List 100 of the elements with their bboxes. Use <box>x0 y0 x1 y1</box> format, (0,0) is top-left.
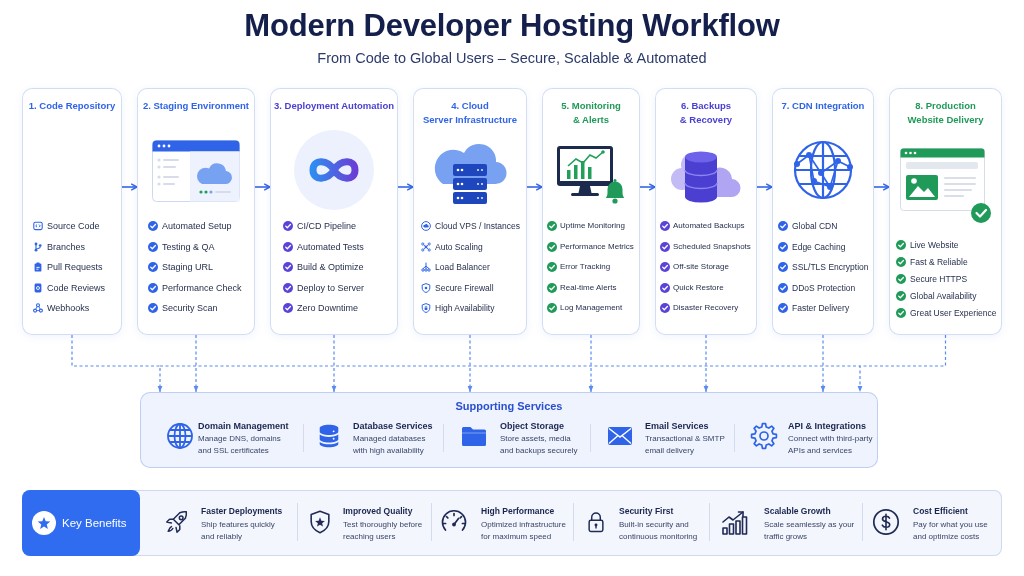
service-description: Managed databases with high availability <box>353 433 427 457</box>
step-title: 4. Cloud Server Infrastructure <box>422 99 518 127</box>
feature-text: Secure Firewall <box>435 281 494 294</box>
step-card <box>772 88 874 335</box>
flow-arrow <box>397 183 414 191</box>
panel-title: Supporting Services <box>455 399 563 413</box>
service-title: Object Storage <box>500 420 564 432</box>
feature-text: Fast & Reliable <box>910 256 968 268</box>
feature-text: Testing & QA <box>162 240 215 253</box>
feature-text: Cloud VPS / Instances <box>435 220 521 232</box>
step-card <box>889 88 1002 335</box>
dashed-connector <box>857 334 947 393</box>
feature-text: SSL/TLS Encryption <box>792 261 869 273</box>
feature-text: Global CDN <box>792 220 838 232</box>
flow-arrow <box>756 183 773 191</box>
flow-arrow <box>873 183 890 191</box>
feature-text: Great User Experience <box>910 307 997 319</box>
feature-text: DDoS Protection <box>792 281 856 294</box>
step-title: 3. Deployment Automation <box>274 99 394 113</box>
subtitle: From Code to Global Users – Secure, Scalable & Automated <box>317 49 707 68</box>
feature-text: Real-time Alerts <box>560 281 617 294</box>
feature-text: Secure HTTPS <box>910 273 968 285</box>
panel-title: Key Benefits <box>62 516 127 530</box>
service-description: Connect with third-party APIs and services <box>788 433 874 457</box>
step-card <box>270 88 398 335</box>
feature-text: Faster Delivery <box>792 302 850 314</box>
dashed-connector <box>159 365 861 367</box>
feature-text: Zero Downtime <box>297 302 359 314</box>
step-card <box>413 88 527 335</box>
step-title: 1. Code Repository <box>28 99 116 113</box>
benefit-title: High Performance <box>481 506 555 517</box>
service-title: Email Services <box>645 420 709 432</box>
step-title: 5. Monitoring & Alerts <box>560 99 622 127</box>
dashed-connector <box>820 334 826 393</box>
step-title: 2. Staging Environment <box>142 99 250 113</box>
step-title: 7. CDN Integration <box>781 99 865 113</box>
page-title: Modern Developer Hosting Workflow <box>244 8 780 44</box>
step-title: 6. Backups & Recovery <box>678 99 734 127</box>
feature-text: Automated Tests <box>297 240 364 253</box>
service-description: Transactional & SMTP email delivery <box>645 433 726 457</box>
dashed-connector <box>703 334 709 393</box>
dashed-connector <box>467 334 473 393</box>
feature-text: Off-site Storage <box>673 261 729 273</box>
step-card <box>137 88 255 335</box>
dashed-connector <box>193 334 199 393</box>
feature-text: Performance Check <box>162 281 242 294</box>
dashed-connector <box>331 334 337 393</box>
service-title: Domain Management <box>198 420 289 432</box>
dashed-connector <box>71 334 163 393</box>
feature-text: Staging URL <box>162 261 214 273</box>
benefit-title: Scalable Growth <box>764 506 831 517</box>
feature-text: Deploy to Server <box>297 281 365 294</box>
benefit-title: Cost Efficient <box>913 506 968 517</box>
feature-text: CI/CD Pipeline <box>297 220 357 232</box>
step-card <box>542 88 640 335</box>
feature-text: Error Tracking <box>560 261 611 273</box>
service-title: API & Integrations <box>788 420 866 432</box>
benefit-description: Optimized infrastructure for maximum speed <box>481 519 567 543</box>
feature-text: Live Website <box>910 239 959 251</box>
step-title: 8. Production Website Delivery <box>906 99 985 127</box>
feature-text: Code Reviews <box>47 281 106 294</box>
benefits-band <box>22 490 1002 556</box>
feature-text: Webhooks <box>47 302 90 314</box>
feature-text: Build & Optimize <box>297 261 364 273</box>
feature-text: Automated Backups <box>673 220 745 232</box>
dashed-connector <box>588 334 594 393</box>
feature-text: Quick Restore <box>673 281 724 294</box>
flow-arrow <box>121 183 138 191</box>
benefit-description: Pay for what you use and optimize costs <box>913 519 989 543</box>
benefit-title: Security First <box>619 506 674 517</box>
feature-text: Automated Setup <box>162 220 232 232</box>
service-description: Manage DNS, domains and SSL certificates <box>198 433 282 457</box>
feature-text: Performance Metrics <box>560 240 634 253</box>
benefit-description: Built-in security and continuous monitoring <box>619 519 699 543</box>
feature-text: Edge Caching <box>792 240 846 253</box>
feature-text: Branches <box>47 240 86 253</box>
step-card <box>22 88 122 335</box>
feature-text: High Availability <box>435 302 495 314</box>
benefit-description: Scale seamlessly as your traffic grows <box>764 519 856 543</box>
feature-text: Source Code <box>47 220 100 232</box>
step-card <box>655 88 757 335</box>
flow-arrow <box>639 183 656 191</box>
service-description: Store assets, media and backups securely <box>500 433 579 457</box>
feature-text: Disaster Recovery <box>673 302 739 314</box>
feature-text: Log Management <box>560 302 623 314</box>
flow-arrow <box>254 183 271 191</box>
benefits-header <box>22 490 140 556</box>
benefit-description: Ship features quickly and reliably <box>201 519 276 543</box>
feature-text: Uptime Monitoring <box>560 220 625 232</box>
feature-text: Global Availability <box>910 290 977 302</box>
feature-text: Auto Scaling <box>435 240 483 253</box>
feature-text: Security Scan <box>162 302 218 314</box>
service-title: Database Services <box>353 420 433 432</box>
feature-text: Pull Requests <box>47 261 103 273</box>
benefit-title: Improved Quality <box>343 506 413 517</box>
benefit-title: Faster Deployments <box>201 506 283 517</box>
flow-arrow <box>526 183 543 191</box>
feature-text: Scheduled Snapshots <box>673 240 751 253</box>
benefit-description: Test thoroughly before reaching users <box>343 519 424 543</box>
feature-text: Load Balancer <box>435 261 490 273</box>
